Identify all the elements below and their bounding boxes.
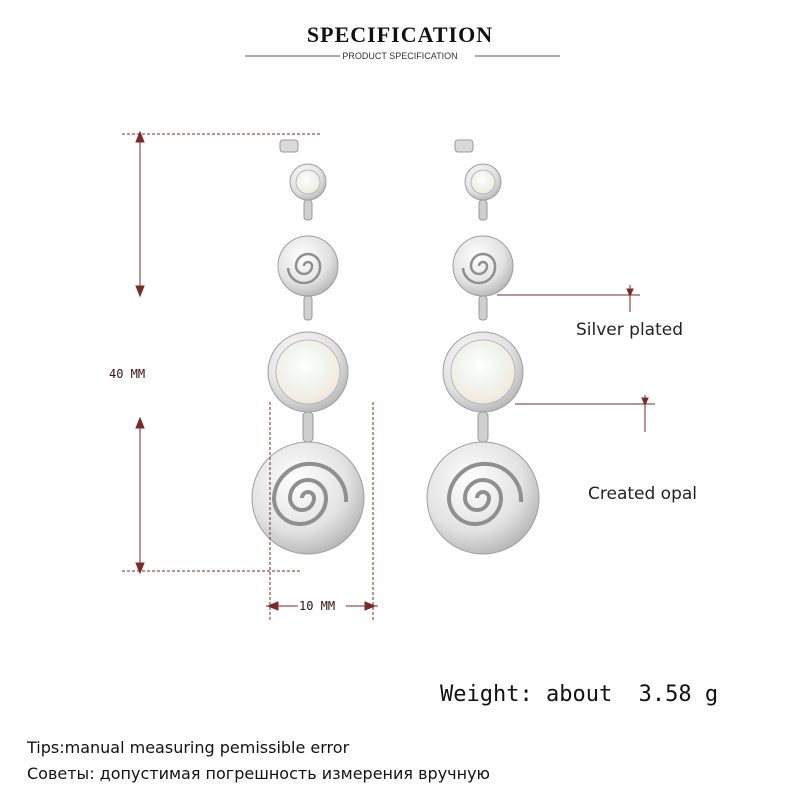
width-label: 10 MM <box>299 599 336 613</box>
title-divider <box>245 55 560 57</box>
right-earring <box>425 138 541 556</box>
tips-english: Tips:manual measuring pemissible error <box>27 738 350 757</box>
length-dimension <box>122 130 320 575</box>
page-title: SPECIFICATION <box>306 22 494 47</box>
weight-label: Weight: about 3.58 g <box>440 682 719 707</box>
stone-callout <box>515 395 655 432</box>
length-mid-arrow-up <box>135 416 145 429</box>
material-label: Silver plated <box>576 320 683 340</box>
tips-russian: Советы: допустимая погрешность измерения… <box>27 764 491 783</box>
material-callout <box>497 285 640 312</box>
product-image <box>122 130 655 622</box>
length-label: 40 MM <box>109 367 146 381</box>
width-right-arrow <box>364 601 377 611</box>
width-left-arrow <box>266 601 279 611</box>
width-dimension <box>266 402 378 622</box>
page-subtitle: PRODUCT SPECIFICATION <box>342 51 458 61</box>
length-mid-arrow-down <box>135 285 145 298</box>
length-bottom-arrow <box>135 562 145 575</box>
length-top-arrow <box>135 130 145 143</box>
left-earring <box>250 138 366 556</box>
stone-label: Created opal <box>588 484 698 504</box>
